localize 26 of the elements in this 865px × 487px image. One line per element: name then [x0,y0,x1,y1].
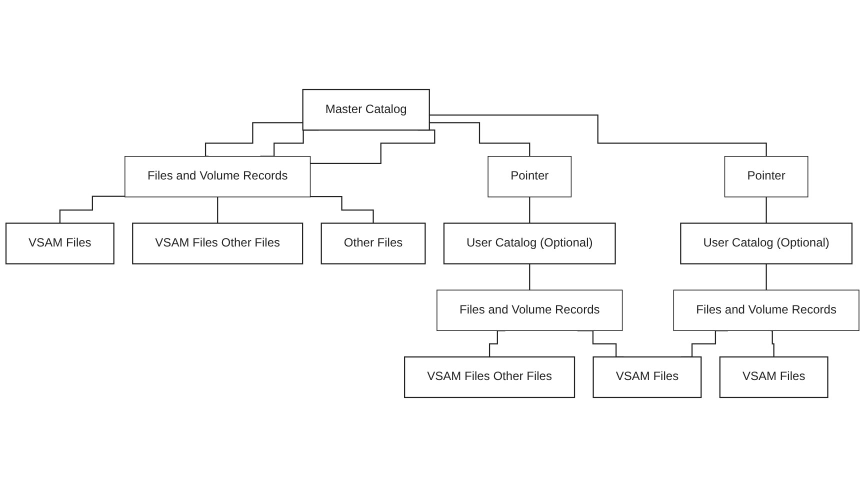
node-box: VSAM Files Other Files [132,222,304,264]
node-box: Files and Volume Records [124,156,311,198]
connector [766,263,767,291]
connector [310,130,436,164]
connector [770,330,774,358]
node-box: User Catalog (Optional) [443,222,616,264]
connector [217,196,218,224]
node-box: Other Files [320,222,426,264]
connector [766,196,767,224]
connector [310,196,374,224]
connector [429,114,767,157]
node-box: Master Catalog [302,88,430,131]
connector [204,122,303,157]
node-box: Pointer [724,156,808,198]
connector [429,122,530,157]
node-box: Pointer [488,156,572,198]
connector [59,196,125,224]
node-box: VSAM Files [719,356,828,398]
connector [529,263,530,291]
node-box: User Catalog (Optional) [680,222,853,264]
connector [529,196,530,224]
node-box: VSAM Files [5,222,114,264]
node-box: VSAM Files Other Files [404,356,576,398]
node-box: Files and Volume Records [436,290,623,331]
node-box: Files and Volume Records [673,290,860,331]
node-box: VSAM Files [592,356,702,398]
